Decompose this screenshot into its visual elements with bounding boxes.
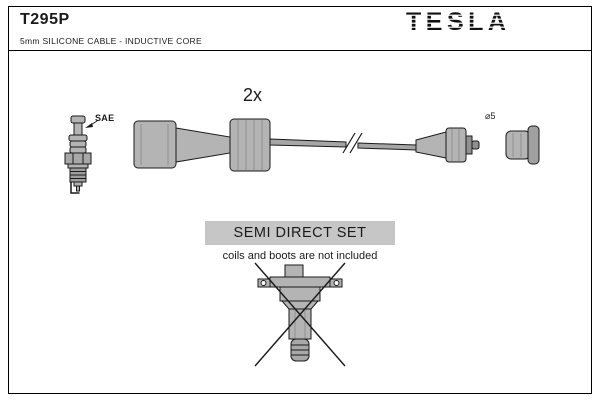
set-note-title: SEMI DIRECT SET [205, 221, 395, 245]
set-note-subtitle: coils and boots are not included [222, 250, 378, 262]
part-number: T295P [20, 11, 70, 28]
terminal-diameter-label: ⌀5 [485, 111, 496, 121]
cable-quantity-label: 2x [243, 85, 263, 105]
brand-text: TESLA [406, 8, 510, 36]
product-subtitle: 5mm SILICONE CABLE - INDUCTIVE CORE [20, 36, 202, 46]
set-note: SEMI DIRECT SET coils and boots are not … [205, 221, 395, 262]
ignition-cable-illustration [133, 118, 480, 172]
sae-arrow-icon [85, 120, 98, 128]
not-included-cross-icon [254, 262, 346, 367]
spark-plug-type-label: SAE [95, 113, 115, 123]
terminal-illustration [505, 125, 540, 165]
brand-logo: TESLA [406, 8, 510, 36]
spark-plug-illustration [64, 115, 92, 194]
cable-break-icon [342, 132, 363, 154]
ignition-coil-illustration [257, 264, 343, 362]
header-divider [9, 50, 591, 51]
